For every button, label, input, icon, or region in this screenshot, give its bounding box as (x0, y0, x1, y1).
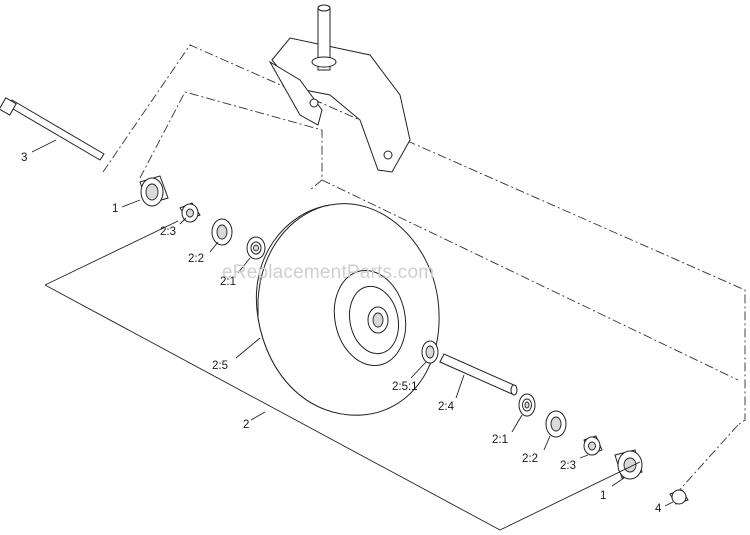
callout-bearing-right: 2:1 (492, 434, 508, 446)
callout-spacer-right: 1 (600, 490, 606, 502)
valve (421, 340, 439, 364)
callout-spacer-tube: 2:4 (438, 401, 455, 413)
callout-wheel-assembly: 2 (243, 419, 249, 431)
callout-nut-right: 2:3 (560, 460, 576, 472)
nut-left (179, 202, 201, 223)
axle-bolt (0, 97, 105, 161)
callout-bearing-left: 2:1 (220, 276, 236, 288)
callout-tire: 2:5 (212, 360, 228, 372)
watermark: eReplacementParts.com (222, 262, 434, 283)
nut-right (583, 435, 603, 456)
spacer-tube (439, 353, 518, 396)
callout-spacer-left: 1 (112, 203, 118, 215)
seal-right (545, 410, 567, 438)
callout-valve: 2:5:1 (392, 381, 418, 393)
locknut (669, 489, 689, 505)
callout-labels: 3 1 2:3 2:2 2:1 2:5 2:5:1 2:4 2:1 2:2 2:… (21, 152, 662, 515)
caster-fork (268, 4, 411, 173)
spacer-right (614, 449, 643, 480)
callout-seal-left: 2:2 (188, 253, 204, 265)
seal-left (211, 218, 233, 246)
assembly-bracket (44, 220, 641, 531)
bearing-right (518, 393, 536, 417)
callout-seal-right: 2:2 (522, 453, 538, 465)
tire (256, 203, 440, 416)
callout-axle-bolt: 3 (21, 152, 27, 164)
leader-lines (31, 139, 674, 507)
callout-nut-left: 2:3 (160, 226, 176, 238)
callout-locknut: 4 (655, 503, 662, 515)
bearing-left (246, 236, 266, 260)
assembly-guide-lines (102, 44, 746, 496)
spacer-left (139, 175, 169, 207)
